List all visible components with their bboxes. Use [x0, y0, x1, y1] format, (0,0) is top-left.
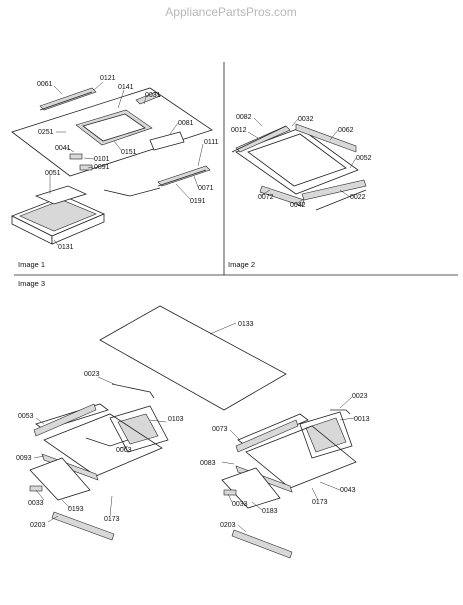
callout: 0131 — [58, 244, 74, 251]
callout: 0082 — [236, 114, 252, 121]
callout: 0111 — [204, 139, 219, 146]
image2-callouts: 0082 0032 0012 0062 0052 0072 0042 0022 — [231, 114, 372, 209]
callout: 0053 — [18, 413, 34, 420]
callout: 0203 — [220, 522, 236, 529]
callout: 0251 — [38, 129, 54, 136]
callout: 0063 — [116, 447, 132, 454]
callout: 0012 — [231, 127, 247, 134]
callout: 0183 — [262, 508, 278, 515]
callout: 0081 — [178, 120, 194, 127]
callout: 0101 — [94, 156, 110, 163]
callout: 0052 — [356, 155, 372, 162]
callout: 0062 — [338, 127, 354, 134]
callout: 0072 — [258, 194, 274, 201]
callout: 0043 — [340, 487, 356, 494]
panel-frame — [14, 62, 458, 276]
callout: 0191 — [190, 198, 206, 205]
callout: 0133 — [238, 321, 254, 328]
callout: 0061 — [37, 81, 53, 88]
callout: 0032 — [298, 116, 314, 123]
callout: 0031 — [145, 92, 161, 99]
callout: 0203 — [30, 522, 46, 529]
callout: 0173 — [312, 499, 328, 506]
callout: 0093 — [16, 455, 32, 462]
callout: 0151 — [121, 149, 137, 156]
callout: 0033 — [28, 500, 44, 507]
callout: 0051 — [45, 170, 61, 177]
callout: 0071 — [198, 185, 214, 192]
callout: 0022 — [350, 194, 366, 201]
callout: 0041 — [55, 145, 71, 152]
image1-label: Image 1 — [18, 260, 45, 269]
image2-drawing — [231, 123, 367, 211]
callout: 0121 — [100, 75, 116, 82]
callout: 0042 — [290, 202, 306, 209]
callout: 0023 — [84, 371, 100, 378]
callout: 0141 — [118, 84, 134, 91]
image1-drawing — [11, 87, 213, 245]
callout: 0083 — [200, 460, 216, 467]
image3-drawing — [29, 305, 357, 559]
callout: 0023 — [352, 393, 368, 400]
callout: 0103 — [168, 416, 184, 423]
image3-label: Image 3 — [18, 279, 45, 288]
callout: 0033 — [232, 501, 248, 508]
callout: 0091 — [94, 164, 110, 171]
image1-callouts: 0061 0121 0141 0031 0251 0081 0041 0101 … — [37, 75, 219, 251]
watermark: AppliancePartsPros.com — [165, 5, 296, 19]
image2-label: Image 2 — [228, 260, 255, 269]
callout: 0173 — [104, 516, 120, 523]
callout: 0013 — [354, 416, 370, 423]
image3-leaders — [33, 322, 355, 533]
image2-leaders — [247, 117, 357, 205]
callout: 0073 — [212, 426, 228, 433]
callout: 0193 — [68, 506, 84, 513]
image1-leaders — [49, 81, 204, 246]
image3-callouts: 0133 0023 0053 0103 0093 0063 0033 0193 … — [16, 321, 370, 529]
